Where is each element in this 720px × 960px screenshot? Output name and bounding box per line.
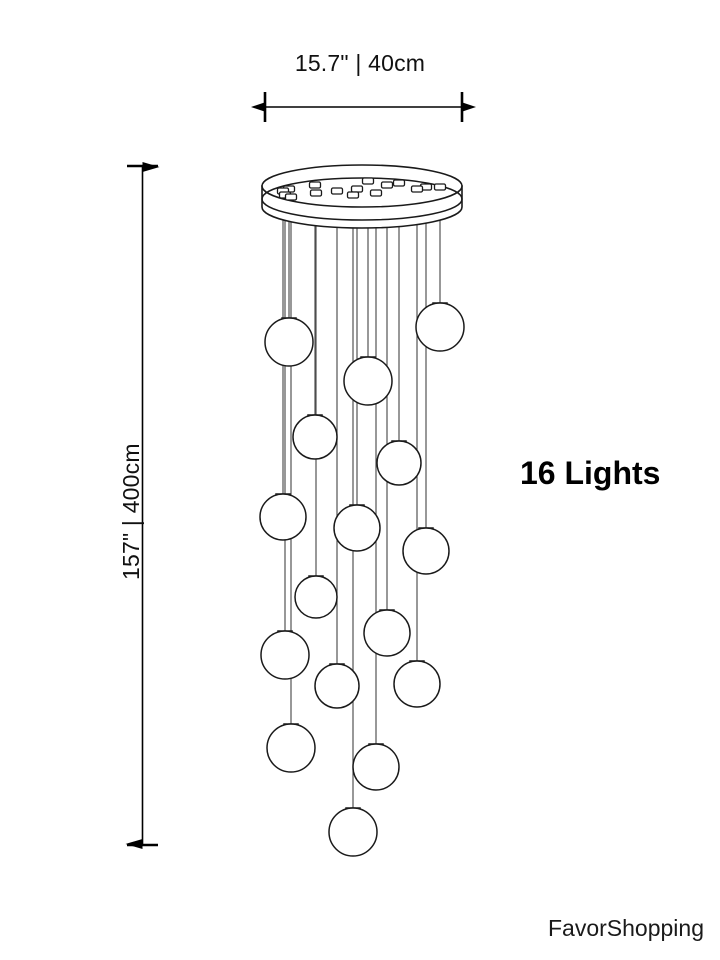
pendant-lamps xyxy=(259,302,465,857)
pendant-lamp xyxy=(259,493,307,541)
pendant-cables xyxy=(282,182,441,808)
pendant-lamp xyxy=(328,807,378,857)
pendant-lamp xyxy=(264,317,314,367)
pendant-lamp xyxy=(352,743,400,791)
pendant-lamp xyxy=(363,609,411,657)
pendant-lamp xyxy=(266,723,316,773)
pendant-lamp xyxy=(393,660,441,708)
pendant-lamp xyxy=(376,440,422,486)
pendant-lamp xyxy=(292,414,338,460)
canopy-cable-sockets xyxy=(276,177,447,201)
width-dimension-label: 15.7" | 40cm xyxy=(294,50,426,76)
height-dimension-label: 157" | 400cm xyxy=(118,443,144,580)
width-dimension-arrow xyxy=(251,92,476,122)
pendant-lamp xyxy=(402,527,450,575)
pendant-lamp xyxy=(333,504,381,552)
pendant-lamp xyxy=(294,575,338,619)
pendant-lamp xyxy=(415,302,465,352)
pendant-lamp xyxy=(260,630,310,680)
pendant-lamp xyxy=(314,663,360,709)
pendant-lamp xyxy=(343,356,393,406)
brand-watermark: FavorShopping xyxy=(548,915,704,941)
light-count-label: 16 Lights xyxy=(520,455,661,491)
height-dimension-arrow xyxy=(125,162,160,849)
